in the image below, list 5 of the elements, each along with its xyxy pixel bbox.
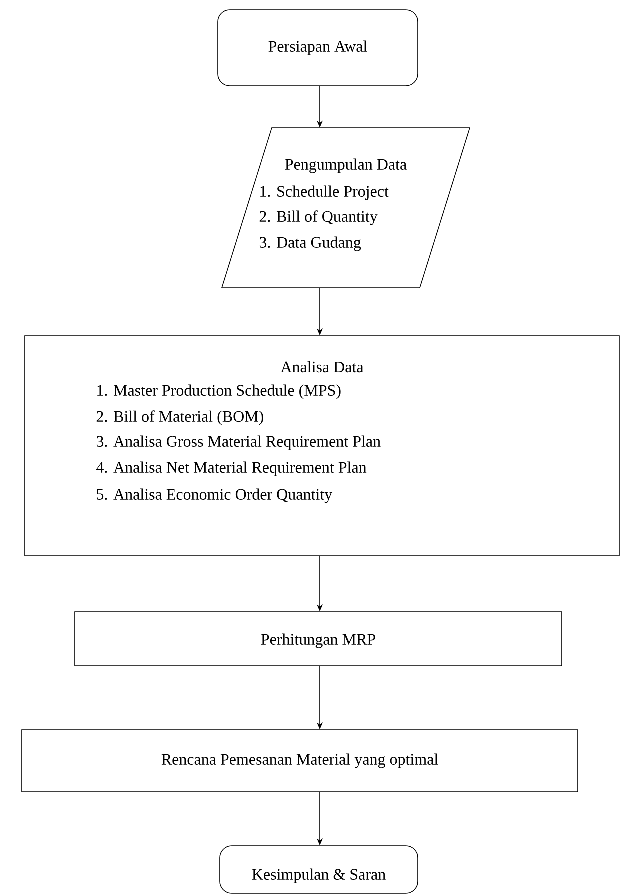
- terminal-box: Kesimpulan & Saran: [220, 846, 418, 894]
- process-box: Perhitungan MRP: [74, 612, 562, 666]
- terminal-box: Persiapan Awal: [218, 10, 418, 86]
- process-box: Rencana Pemesanan Material yang optimal: [22, 730, 578, 792]
- process-box: Analisa Data 1. Master Production Schedule (MPS) 2. Bill of Material (BOM) 3. Analisa Gross Material Requirement Plan 4. Analisa Net Material Requirement Plan 5. Analisa Economic Order Quantity: [24, 336, 620, 556]
